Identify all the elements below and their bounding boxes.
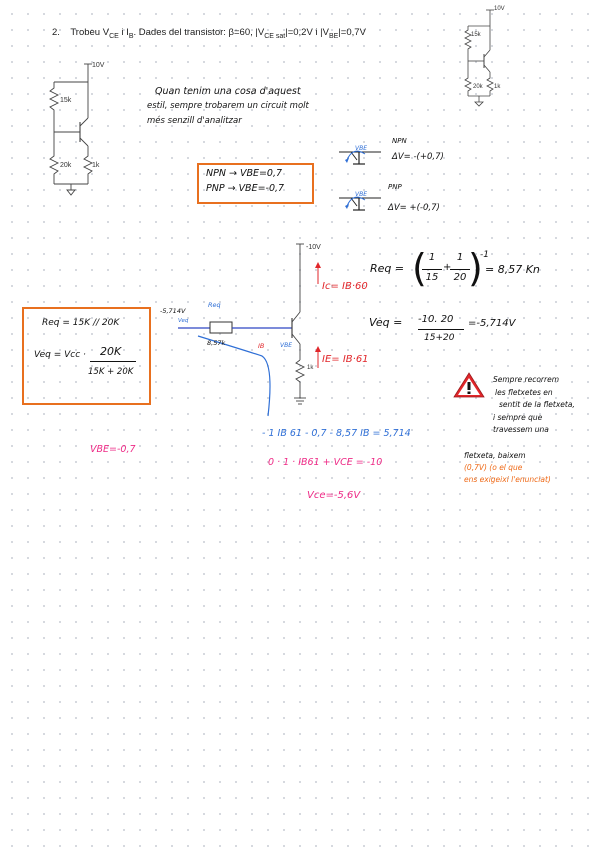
req-result: = 8,57 Kn bbox=[485, 263, 540, 276]
main-req-value: 8,57k bbox=[207, 339, 226, 347]
main-vcc-label: -10V bbox=[306, 244, 321, 251]
npn-eq: ΔV= -(+0,7) bbox=[392, 152, 444, 162]
problem-text: Trobeu V bbox=[70, 27, 110, 38]
note-top-line3: més senzill d'analitzar bbox=[147, 116, 242, 126]
circuit-diagram-top-right bbox=[464, 9, 494, 107]
warning-line8: ens exigeixi l'enunciat) bbox=[464, 475, 551, 484]
req-exp: -1 bbox=[480, 250, 489, 260]
note-top-line2: estil, sempre trobarem un circuit molt bbox=[147, 101, 309, 111]
problem-data-2: |=0,2V i |V bbox=[285, 27, 329, 38]
npn-symbol bbox=[339, 150, 381, 165]
vbe-npn: NPN → VBE=0,7 bbox=[206, 168, 283, 179]
warning-line5: travessem una bbox=[493, 425, 549, 434]
warning-line6: fletxeta, baixem bbox=[464, 451, 526, 460]
veq-bar bbox=[418, 329, 464, 330]
vbe-box bbox=[197, 163, 314, 204]
formulas-box-req: Req = 15K // 20K bbox=[42, 318, 120, 328]
left-r1-label: 15k bbox=[60, 97, 72, 104]
circuit-diagram-left bbox=[48, 63, 94, 196]
req-frac2-num: 1 bbox=[456, 252, 464, 263]
kvl-equation: - 1 IB 61 - 0,7 - 8,57 IB = 5,714 bbox=[262, 428, 411, 439]
req-frac2-bar bbox=[450, 269, 470, 270]
problem-number: 2. bbox=[52, 27, 60, 38]
main-re-label: 1k bbox=[307, 365, 314, 371]
problem-statement: 2. Trobeu VCE i IB. Dades del transistor… bbox=[52, 27, 366, 40]
tr-vcc-label: 10V bbox=[494, 6, 505, 12]
tr-r1-label: 15k bbox=[471, 32, 481, 38]
main-veq-label: Veq bbox=[178, 318, 189, 324]
vbe-box-text: NPN → VBE=0,7 PNP → VBE=-0,7 bbox=[206, 166, 284, 196]
left-r2-label: 20k bbox=[60, 162, 72, 169]
req-frac1-num: 1 bbox=[428, 252, 436, 263]
formulas-box-veq-lhs: Veq = Vcc · bbox=[34, 350, 86, 360]
main-ic-label: Ic= IB·60 bbox=[322, 281, 368, 292]
vce-equation: 0 · 1 · IB61 + VCE = -10 bbox=[268, 457, 383, 468]
sub-cesat: CE sat bbox=[264, 32, 286, 40]
npn-vbe-tag: VBE bbox=[355, 145, 368, 152]
main-vbe-label: VBE bbox=[280, 342, 293, 349]
warning-line7: (0,7V) (o el que bbox=[464, 463, 523, 472]
problem-and: i I bbox=[118, 27, 129, 38]
sub-b: B bbox=[128, 32, 134, 40]
req-paren-close: ) bbox=[468, 246, 483, 290]
warning-note: Sempre recorrem les fletxetes en sentit … bbox=[493, 374, 575, 437]
problem-data-3: |=0,7V bbox=[338, 27, 366, 38]
req-frac1-bar bbox=[422, 269, 442, 270]
warning-line4: i sempre que bbox=[493, 412, 543, 422]
note-top: Quan tenim una cosa d'aquest estil, semp… bbox=[147, 84, 309, 129]
formulas-box-bar bbox=[90, 361, 136, 362]
npn-title: NPN bbox=[392, 137, 407, 145]
warning-line2: les fletxetes en bbox=[495, 387, 553, 397]
formulas-box-veq-den: 15K + 20K bbox=[88, 367, 134, 377]
main-ie-label: IE= IB·61 bbox=[322, 354, 369, 365]
req-frac2-den: 20 bbox=[453, 272, 467, 283]
veq-result: =-5,714V bbox=[468, 318, 516, 329]
req-plus: + bbox=[443, 262, 452, 273]
req-formula-lhs: Req = bbox=[370, 262, 405, 275]
main-veq-value: -5,714V bbox=[160, 307, 186, 315]
veq-num: -10. 20 bbox=[418, 314, 454, 325]
warning-line3: sentit de la fletxeta, bbox=[499, 400, 575, 409]
left-re-label: 1k bbox=[92, 162, 100, 169]
vbe-value: VBE=-0,7 bbox=[90, 444, 136, 455]
vbe-pnp: PNP → VBE=-0,7 bbox=[206, 183, 285, 194]
tr-r2-label: 20k bbox=[473, 84, 483, 90]
sub-ce: CE bbox=[109, 32, 119, 40]
warning-icon bbox=[453, 372, 485, 398]
veq-den: 15+20 bbox=[424, 333, 455, 343]
pnp-vbe-tag: VBE bbox=[355, 191, 368, 198]
req-frac1-den: 15 bbox=[425, 272, 439, 283]
pnp-symbol bbox=[339, 196, 381, 211]
req-paren-open: ( bbox=[412, 246, 427, 290]
veq-formula-lhs: Veq = bbox=[369, 316, 403, 329]
problem-data: . Dades del transistor: β=60, |V bbox=[133, 27, 265, 38]
formulas-box-veq-num: 20K bbox=[100, 345, 122, 358]
main-equivalent-circuit bbox=[178, 243, 321, 417]
sub-be: BE bbox=[329, 32, 339, 40]
pnp-eq: ΔV= +(-0,7) bbox=[388, 203, 440, 213]
tr-re-label: 1k bbox=[494, 84, 501, 90]
left-vcc-label: 10V bbox=[92, 62, 105, 69]
main-req-label: Req bbox=[208, 301, 221, 309]
formulas-box bbox=[22, 307, 151, 405]
pnp-title: PNP bbox=[388, 183, 402, 191]
note-top-line1: Quan tenim una cosa d'aquest bbox=[155, 86, 301, 97]
warning-note-cont: fletxeta, baixem (0,7V) (o el que ens ex… bbox=[464, 450, 551, 486]
main-ib-label: IB bbox=[258, 342, 265, 350]
vce-result: Vce=-5,6V bbox=[307, 490, 361, 501]
warning-line1: Sempre recorrem bbox=[493, 375, 560, 384]
